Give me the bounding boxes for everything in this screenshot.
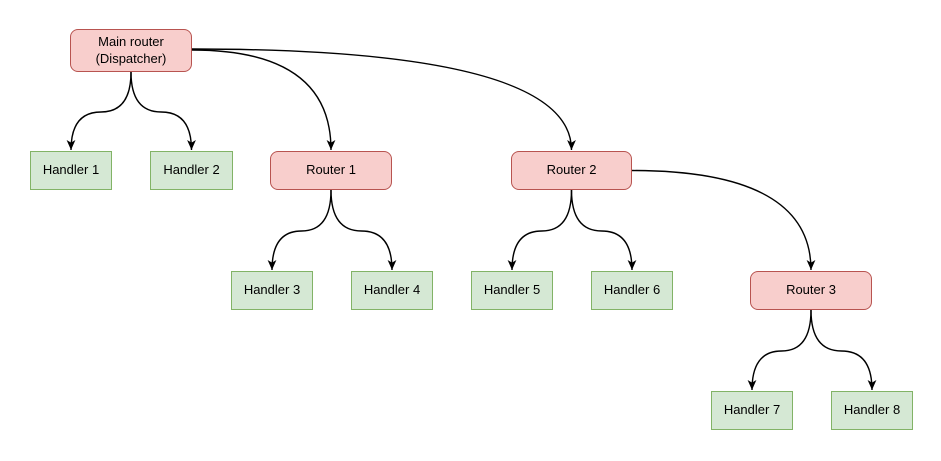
- edge-router-2-to-handler-6: [570, 189, 637, 271]
- node-handler-2: Handler 2: [150, 151, 233, 190]
- node-handler-7: Handler 7: [711, 391, 793, 430]
- node-router-1-label: Router 1: [306, 162, 356, 178]
- node-main-router-label: Main router (Dispatcher): [95, 33, 167, 66]
- node-handler-1: Handler 1: [30, 151, 112, 190]
- node-handler-8: Handler 8: [831, 391, 913, 430]
- edge-router-1-to-handler-3: [267, 189, 332, 271]
- edge-main-router-to-router-1: [191, 49, 336, 151]
- node-handler-6: Handler 6: [591, 271, 673, 310]
- node-router-2-label: Router 2: [546, 162, 597, 178]
- node-handler-4-label: Handler 4: [363, 282, 421, 298]
- edge-router-2-to-router-3: [631, 169, 816, 271]
- node-handler-5: Handler 5: [471, 271, 553, 310]
- node-handler-4: Handler 4: [351, 271, 433, 310]
- edge-router-3-to-handler-8: [810, 309, 877, 391]
- node-router-2: Router 2: [511, 151, 632, 190]
- node-router-3: Router 3: [750, 271, 872, 310]
- node-handler-6-label: Handler 6: [603, 282, 661, 298]
- node-router-1: Router 1: [270, 151, 392, 190]
- edge-main-router-to-handler-2: [130, 71, 196, 151]
- edge-main-router-to-handler-1: [66, 71, 132, 151]
- edge-router-1-to-handler-4: [330, 189, 397, 271]
- node-handler-5-label: Handler 5: [483, 282, 541, 298]
- node-handler-3-label: Handler 3: [243, 282, 301, 298]
- node-handler-1-label: Handler 1: [42, 162, 100, 178]
- node-handler-3: Handler 3: [231, 271, 313, 310]
- node-handler-2-label: Handler 2: [163, 162, 220, 178]
- node-router-3-label: Router 3: [786, 282, 836, 298]
- edge-router-3-to-handler-7: [747, 309, 812, 391]
- node-main-router: Main router (Dispatcher): [70, 29, 192, 72]
- edge-router-2-to-handler-5: [507, 189, 573, 271]
- node-handler-7-label: Handler 7: [723, 402, 781, 418]
- edge-main-router-to-router-2: [191, 48, 576, 151]
- node-handler-8-label: Handler 8: [843, 402, 901, 418]
